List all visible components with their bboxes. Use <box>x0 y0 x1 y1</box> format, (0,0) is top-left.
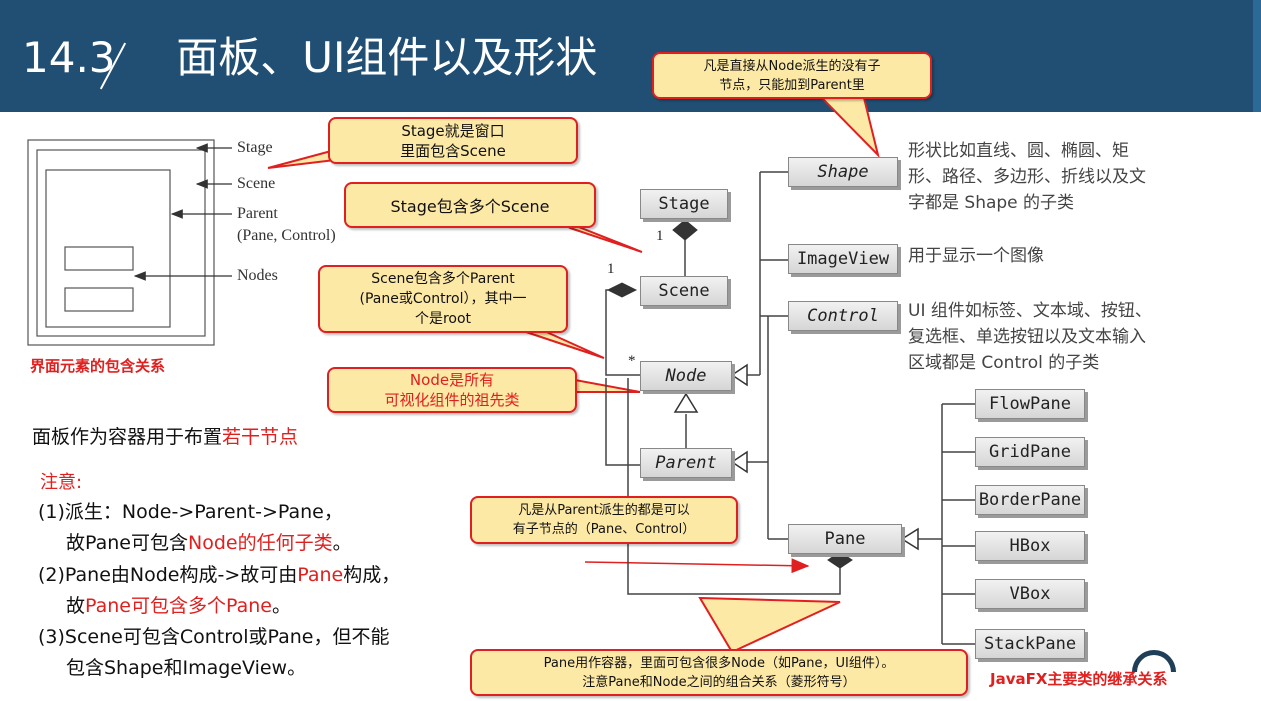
containment-caption: 界面元素的包含关系 <box>30 357 166 375</box>
class-stackpane: StackPane <box>975 629 1085 659</box>
note-highlight: Pane <box>297 564 344 586</box>
nest-label-parent-sub: (Pane, Control) <box>237 227 336 244</box>
callout-node-ancestor: Node是所有 可视化组件的祖先类 <box>327 367 577 413</box>
callout-stage-window: Stage就是窗口 里面包含Scene <box>328 117 578 164</box>
callout-pane-container: Pane用作容器，里面可包含很多Node（如Pane，UI组件）。 注意Pane… <box>470 649 968 696</box>
notes-heading: 注意: <box>40 472 83 493</box>
nest-label-stage: Stage <box>237 139 273 156</box>
note-text: (2)Pane由Node构成->故可由 <box>38 564 298 586</box>
control-desc-line-3: 区域都是 Control 的子类 <box>908 353 1100 373</box>
note-2-line-2: 故Pane可包含多个Pane。 <box>66 591 291 618</box>
class-node: Node <box>640 361 732 391</box>
header-accent-stripe <box>1253 0 1261 112</box>
class-hbox: HBox <box>975 531 1085 561</box>
control-description: UI 组件如标签、文本域、按钮、 复选框、单选按钮以及文本输入 区域都是 Con… <box>908 298 1152 376</box>
callout-line: 凡是直接从Node派生的没有子 <box>703 58 881 74</box>
callout-stage-scene: Stage包含多个Scene <box>344 182 596 228</box>
mult-stage-scene: 1 <box>656 228 664 244</box>
callout-scene-parent: Scene包含多个Parent (Pane或Control），其中一 个是roo… <box>318 265 568 333</box>
shape-description: 形状比如直线、圆、椭圆、矩 形、路径、多边形、折线以及文 字都是 Shape 的… <box>908 138 1146 216</box>
control-desc-line-1: UI 组件如标签、文本域、按钮、 <box>908 301 1152 321</box>
control-desc-line-2: 复选框、单选按钮以及文本输入 <box>908 327 1146 347</box>
mult-node-star: * <box>628 353 636 369</box>
class-parent: Parent <box>640 448 732 478</box>
callout-line: Stage就是窗口 <box>401 121 505 140</box>
nest-label-parent: Parent <box>237 205 278 222</box>
class-shape: Shape <box>788 157 898 187</box>
shape-desc-line-2: 形、路径、多边形、折线以及文 <box>908 167 1146 187</box>
containment-diagram <box>27 139 215 346</box>
callout-line: (Pane或Control），其中一 <box>359 291 527 307</box>
intro-text-highlight: 若干节点 <box>222 426 299 448</box>
class-gridpane: GridPane <box>975 437 1085 467</box>
callout-line: 有子节点的（Pane、Control） <box>512 522 696 537</box>
note-text: 构成， <box>343 564 401 586</box>
imageview-description: 用于显示一个图像 <box>908 246 1044 266</box>
callout-line: Stage包含多个Scene <box>390 197 550 216</box>
callout-line: Pane用作容器，里面可包含很多Node（如Pane，UI组件）。 <box>543 655 895 671</box>
callout-line: 注意Pane和Node之间的组合关系（菱形符号） <box>582 674 856 690</box>
title-bar: 14.3 面板、UI组件以及形状 <box>0 0 1261 112</box>
mult-scene-node: 1 <box>607 261 615 277</box>
callout-line: 可视化组件的祖先类 <box>384 391 520 409</box>
slide-title: 14.3 面板、UI组件以及形状 <box>22 24 597 85</box>
callout-line: 节点，只能加到Parent里 <box>719 77 865 93</box>
callout-line: Scene包含多个Parent <box>371 271 515 287</box>
class-imageview: ImageView <box>788 244 898 274</box>
intro-text: 面板作为容器用于布置若干节点 <box>32 422 298 449</box>
callout-node-no-children: 凡是直接从Node派生的没有子 节点，只能加到Parent里 <box>652 52 932 99</box>
note-1-line-2: 故Pane可包含Node的任何子类。 <box>66 528 352 555</box>
inheritance-caption: JavaFX主要类的继承关系 <box>990 670 1168 688</box>
title-text: 面板、UI组件以及形状 <box>176 33 598 82</box>
note-text: 故Pane可包含 <box>66 532 188 554</box>
note-2-line-1: (2)Pane由Node构成->故可由Pane构成， <box>38 560 400 587</box>
callout-line: 凡是从Parent派生的都是可以 <box>518 503 690 518</box>
class-scene: Scene <box>640 276 728 306</box>
shape-desc-line-1: 形状比如直线、圆、椭圆、矩 <box>908 141 1129 161</box>
intro-text-prefix: 面板作为容器用于布置 <box>32 426 223 448</box>
note-3-line-2: 包含Shape和ImageView。 <box>66 657 307 679</box>
note-text: 故 <box>66 595 86 617</box>
class-borderpane: BorderPane <box>975 485 1085 515</box>
callout-line: Node是所有 <box>409 371 495 389</box>
note-1-line-1: (1)派生：Node->Parent->Pane， <box>38 501 343 523</box>
callout-parent-children: 凡是从Parent派生的都是可以 有子节点的（Pane、Control） <box>470 496 738 544</box>
nest-label-scene: Scene <box>237 175 276 192</box>
shape-desc-line-3: 字都是 Shape 的子类 <box>908 193 1075 213</box>
note-highlight: Pane可包含多个Pane <box>85 595 272 617</box>
callout-line: 个是root <box>414 311 472 327</box>
class-pane: Pane <box>788 524 902 554</box>
callout-line: 里面包含Scene <box>400 141 506 160</box>
note-text: 。 <box>332 532 352 554</box>
nest-label-nodes: Nodes <box>237 267 278 284</box>
logo-arc-icon <box>1132 650 1176 672</box>
class-vbox: VBox <box>975 579 1085 609</box>
note-3-line-1: (3)Scene可包含Control或Pane，但不能 <box>38 626 390 648</box>
class-flowpane: FlowPane <box>975 389 1085 419</box>
class-control: Control <box>788 301 898 331</box>
note-highlight: Node的任何子类 <box>187 532 333 554</box>
section-number: 14.3 <box>22 33 116 82</box>
class-stage: Stage <box>640 189 728 219</box>
note-text: 。 <box>271 595 291 617</box>
